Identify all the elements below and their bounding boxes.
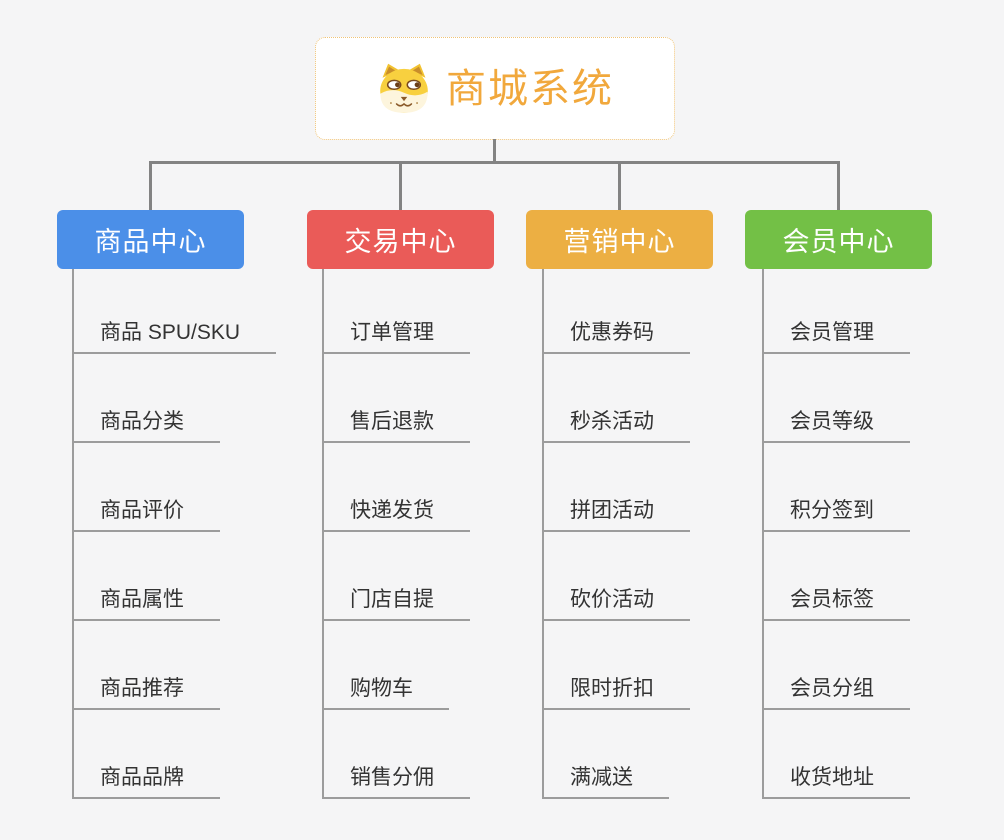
leaf-label: 会员管理 — [764, 322, 910, 354]
root-node[interactable]: 商城系统 — [315, 37, 675, 140]
dog-face-icon — [380, 63, 428, 113]
root-title: 商城系统 — [446, 66, 614, 111]
branch-node-marketing[interactable]: 营销中心 — [526, 210, 713, 269]
branch-label: 营销中心 — [563, 227, 676, 257]
leaf-label: 商品属性 — [74, 589, 220, 621]
branch-node-members[interactable]: 会员中心 — [745, 210, 932, 269]
leaf-label: 限时折扣 — [544, 678, 690, 710]
branch-children-products: 商品 SPU/SKU 商品分类 商品评价 商品属性 商品推荐 商品品牌 — [72, 269, 309, 799]
leaf-label: 售后退款 — [324, 411, 470, 443]
leaf-node[interactable]: 砍价活动 — [544, 532, 779, 621]
connector-drop-members — [837, 164, 840, 210]
leaf-node[interactable]: 订单管理 — [324, 269, 559, 354]
connector-drop-marketing — [618, 164, 621, 210]
leaf-node[interactable]: 商品评价 — [74, 443, 309, 532]
branch-label: 商品中心 — [94, 227, 207, 257]
leaf-label: 收货地址 — [764, 767, 910, 799]
leaf-node[interactable]: 售后退款 — [324, 354, 559, 443]
leaf-label: 会员等级 — [764, 411, 910, 443]
leaf-node[interactable]: 收货地址 — [764, 710, 999, 799]
leaf-node[interactable]: 积分签到 — [764, 443, 999, 532]
leaf-node[interactable]: 快递发货 — [324, 443, 559, 532]
branch-label: 交易中心 — [344, 227, 457, 257]
leaf-label: 商品评价 — [74, 500, 220, 532]
leaf-node[interactable]: 商品属性 — [74, 532, 309, 621]
leaf-label: 商品品牌 — [74, 767, 220, 799]
leaf-label: 满减送 — [544, 767, 669, 799]
leaf-label: 优惠券码 — [544, 322, 690, 354]
leaf-label: 积分签到 — [764, 500, 910, 532]
leaf-node[interactable]: 门店自提 — [324, 532, 559, 621]
connector-drop-products — [149, 164, 152, 210]
leaf-label: 订单管理 — [324, 322, 470, 354]
leaf-label: 门店自提 — [324, 589, 470, 621]
leaf-label: 会员标签 — [764, 589, 910, 621]
connector-root-drop — [493, 139, 496, 163]
leaf-node[interactable]: 会员分组 — [764, 621, 999, 710]
leaf-label: 购物车 — [324, 678, 449, 710]
leaf-node[interactable]: 优惠券码 — [544, 269, 779, 354]
branch-node-trade[interactable]: 交易中心 — [307, 210, 494, 269]
leaf-label: 商品分类 — [74, 411, 220, 443]
branch-children-trade: 订单管理 售后退款 快递发货 门店自提 购物车 销售分佣 — [322, 269, 559, 799]
leaf-label: 商品 SPU/SKU — [74, 322, 277, 354]
leaf-node[interactable]: 会员等级 — [764, 354, 999, 443]
connector-drop-trade — [399, 164, 402, 210]
leaf-node[interactable]: 商品推荐 — [74, 621, 309, 710]
connector-horizontal-bar — [149, 161, 840, 164]
branch-label: 会员中心 — [782, 227, 895, 257]
leaf-label: 快递发货 — [324, 500, 470, 532]
leaf-label: 商品推荐 — [74, 678, 220, 710]
leaf-node[interactable]: 商品 SPU/SKU — [74, 269, 309, 354]
leaf-label: 砍价活动 — [544, 589, 690, 621]
leaf-node[interactable]: 购物车 — [324, 621, 559, 710]
leaf-node[interactable]: 满减送 — [544, 710, 779, 799]
branch-children-marketing: 优惠券码 秒杀活动 拼团活动 砍价活动 限时折扣 满减送 — [542, 269, 779, 799]
leaf-label: 秒杀活动 — [544, 411, 690, 443]
branch-children-members: 会员管理 会员等级 积分签到 会员标签 会员分组 收货地址 — [762, 269, 999, 799]
leaf-node[interactable]: 限时折扣 — [544, 621, 779, 710]
leaf-node[interactable]: 拼团活动 — [544, 443, 779, 532]
leaf-node[interactable]: 秒杀活动 — [544, 354, 779, 443]
leaf-label: 销售分佣 — [324, 767, 470, 799]
branch-node-products[interactable]: 商品中心 — [57, 210, 244, 269]
leaf-label: 拼团活动 — [544, 500, 690, 532]
leaf-node[interactable]: 商品分类 — [74, 354, 309, 443]
leaf-node[interactable]: 商品品牌 — [74, 710, 309, 799]
leaf-node[interactable]: 会员标签 — [764, 532, 999, 621]
leaf-node[interactable]: 销售分佣 — [324, 710, 559, 799]
leaf-node[interactable]: 会员管理 — [764, 269, 999, 354]
leaf-label: 会员分组 — [764, 678, 910, 710]
